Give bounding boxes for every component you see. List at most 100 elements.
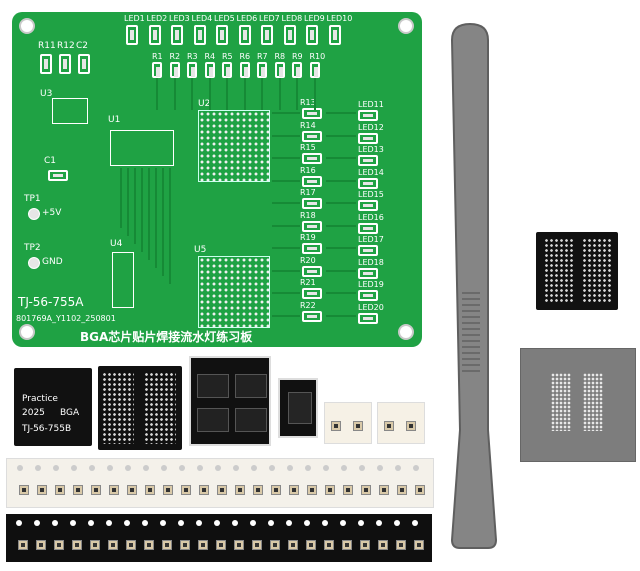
tape-part [18,540,28,550]
stencil-holes-left [551,373,571,431]
trace [272,157,300,159]
tape-part [144,540,154,550]
tape-sprocket [358,520,364,526]
tape-part [415,485,425,495]
soic-chip-2 [235,374,267,398]
label-tp1: TP1 [24,194,41,204]
tape-sprocket [412,520,418,526]
trace [296,78,298,110]
label-u2: U2 [198,99,211,109]
bga-ball-chip [98,366,182,450]
tape-part [378,540,388,550]
tape-sprocket [215,465,221,471]
tape-part [162,540,172,550]
smd-part [353,421,363,431]
trace [272,224,300,227]
tape-part [343,485,353,495]
tape-sprocket [107,465,113,471]
tape-sprocket [70,520,76,526]
tape-sprocket [232,520,238,526]
led-top-pad [328,25,341,45]
resistor-side-pad [302,220,322,232]
trace [326,179,356,182]
tape-part [198,540,208,550]
r12-pad [59,54,71,74]
tape-sprocket [143,465,149,471]
resistor-top-pad [204,62,215,78]
trace [326,224,356,227]
led-side-pad [358,155,378,166]
label-plus5v: +5V [42,208,62,218]
tape-sprocket [395,465,401,471]
trace [141,168,143,252]
smd-part [384,421,394,431]
soic-chip-1 [197,374,229,398]
tape-part [306,540,316,550]
tape-sprocket [35,465,41,471]
resistor-top-label: R4 [204,52,216,61]
resistor-side-label: R17 [300,188,316,197]
trace [191,78,193,110]
soic-chip-4 [235,408,267,432]
resistor-side-label: R22 [300,300,316,310]
chip-text-practice: Practice [22,394,58,404]
tape-sprocket [377,465,383,471]
led-top-pad [193,25,206,45]
tape-part [72,540,82,550]
tape-part [271,485,281,495]
tape-part [181,485,191,495]
resistor-top-label: R7 [257,52,268,61]
tape-part [217,485,227,495]
trace [326,314,356,317]
resistor-top-label: R6 [239,52,251,61]
trace [313,78,316,110]
tp2-pad [28,257,40,269]
trace [120,168,122,228]
tape-part [379,485,389,495]
led-top-pad [283,25,296,45]
trace [326,202,356,204]
trace [326,112,356,114]
tape-sprocket [287,465,293,471]
board-model: TJ-56-755A [18,295,84,309]
trace [173,78,176,110]
trace [162,168,164,276]
tape-sprocket [161,465,167,471]
mount-hole-top-left [19,18,35,34]
tape-sprocket [53,465,59,471]
resistor-side-label: R16 [300,165,316,175]
trace [208,78,211,110]
led-top-pad [126,25,138,45]
tape-part [307,485,317,495]
resistor-side-pad [302,243,322,254]
trace [272,134,300,137]
label-u4: U4 [110,239,123,249]
trace [326,247,356,249]
tape-sprocket [197,465,203,471]
tape-part [235,485,245,495]
led-side-label: LED20 [358,302,384,312]
led-side-label: LED15 [358,190,384,199]
tape-part [126,540,136,550]
led-top-label: LED4 [191,14,213,23]
resistor-top-label: R1 [152,52,163,61]
tape-sprocket [142,520,148,526]
label-u3: U3 [40,89,53,99]
tape-part [360,540,370,550]
resistor-top-label: R2 [169,52,181,61]
tape-sprocket [88,520,94,526]
tape-sprocket [179,465,185,471]
led-side-label: LED19 [358,280,384,289]
led-side-pad [358,177,378,189]
led-side-label: LED16 [358,212,384,222]
resistor-top-pad [292,62,302,78]
led-top-pad [216,25,228,45]
practice-bga-chip: Practice 2025 BGA TJ-56-755B [14,368,92,446]
tape-sprocket [34,520,40,526]
led-side-label: LED12 [358,122,384,132]
tape-sprocket [376,520,382,526]
ball-grid-right [144,372,176,444]
trace [272,247,300,249]
resistor-top-label: R9 [292,52,303,61]
tape-part [19,485,29,495]
